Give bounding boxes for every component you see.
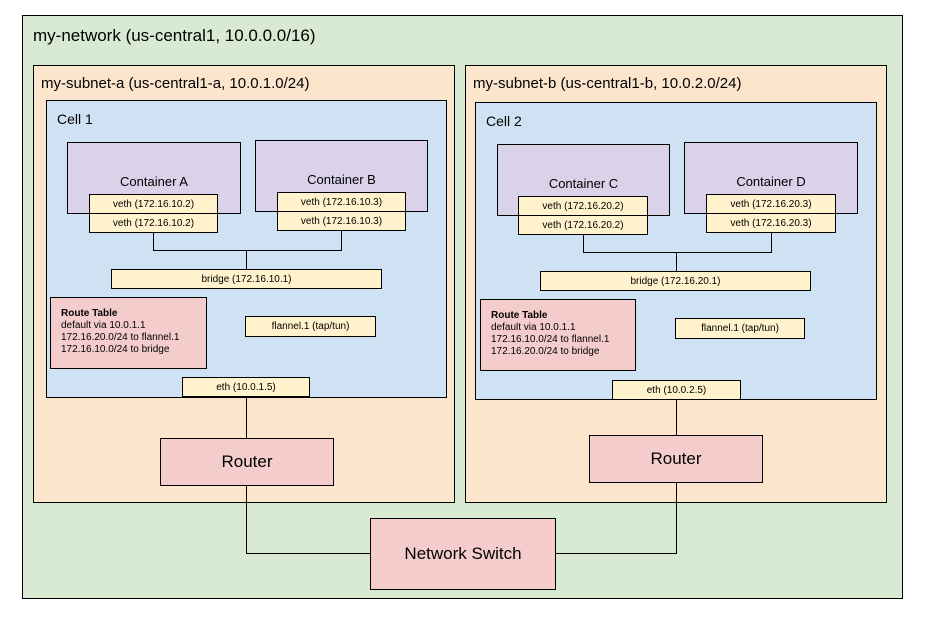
flannel-cell-1: flannel.1 (tap/tun) (245, 316, 376, 337)
flannel-cell-2: flannel.1 (tap/tun) (675, 318, 805, 339)
network-title: my-network (us-central1, 10.0.0.0/16) (33, 26, 316, 45)
connector-line (676, 252, 677, 271)
connector-line (583, 252, 772, 253)
container-a-label: Container A (120, 174, 188, 189)
connector-line (676, 482, 677, 554)
route-table-line: default via 10.0.1.1 (61, 320, 146, 331)
connector-line (153, 232, 154, 250)
connector-line (555, 553, 677, 554)
route-table-cell-2: Route Table default via 10.0.1.1 172.16.… (480, 299, 636, 371)
veth-host-a: veth (172.16.10.2) (89, 213, 218, 233)
container-d-label: Container D (736, 174, 806, 189)
router-b: Router (589, 435, 763, 483)
connector-line (246, 396, 247, 438)
connector-line (771, 232, 772, 252)
cell-1-title: Cell 1 (57, 111, 93, 127)
route-table-line: 172.16.20.0/24 to bridge (491, 346, 600, 357)
connector-line (341, 230, 342, 250)
veth-host-b: veth (172.16.10.3) (277, 211, 406, 231)
eth-cell-2: eth (10.0.2.5) (612, 380, 741, 400)
veth-container-a: veth (172.16.10.2) (89, 194, 218, 214)
bridge-cell-2: bridge (172.16.20.1) (540, 271, 811, 291)
veth-container-c: veth (172.16.20.2) (518, 196, 648, 216)
container-c-label: Container C (548, 176, 619, 191)
route-table-line: 172.16.10.0/24 to flannel.1 (491, 334, 610, 345)
subnet-a-title: my-subnet-a (us-central1-a, 10.0.1.0/24) (41, 75, 310, 92)
connector-line (246, 553, 370, 554)
route-table-cell-1: Route Table default via 10.0.1.1 172.16.… (50, 297, 207, 369)
cell-2-title: Cell 2 (486, 113, 522, 129)
veth-container-d: veth (172.16.20.3) (706, 194, 836, 214)
connector-line (153, 250, 342, 251)
connector-line (583, 234, 584, 252)
subnet-b-title: my-subnet-b (us-central1-b, 10.0.2.0/24) (473, 75, 742, 92)
connector-line (246, 250, 247, 269)
router-a: Router (160, 438, 334, 486)
eth-cell-1: eth (10.0.1.5) (182, 377, 310, 397)
bridge-cell-1: bridge (172.16.10.1) (111, 269, 382, 289)
route-table-title: Route Table (491, 310, 548, 321)
connector-line (676, 399, 677, 435)
route-table-title: Route Table (61, 308, 118, 319)
veth-host-d: veth (172.16.20.3) (706, 213, 836, 233)
connector-line (246, 485, 247, 554)
network-switch: Network Switch (370, 518, 556, 590)
route-table-line: 172.16.20.0/24 to flannel.1 (61, 332, 180, 343)
route-table-line: default via 10.0.1.1 (491, 322, 576, 333)
route-table-line: 172.16.10.0/24 to bridge (61, 344, 170, 355)
container-b-label: Container B (307, 172, 376, 187)
veth-container-b: veth (172.16.10.3) (277, 192, 406, 212)
veth-host-c: veth (172.16.20.2) (518, 215, 648, 235)
